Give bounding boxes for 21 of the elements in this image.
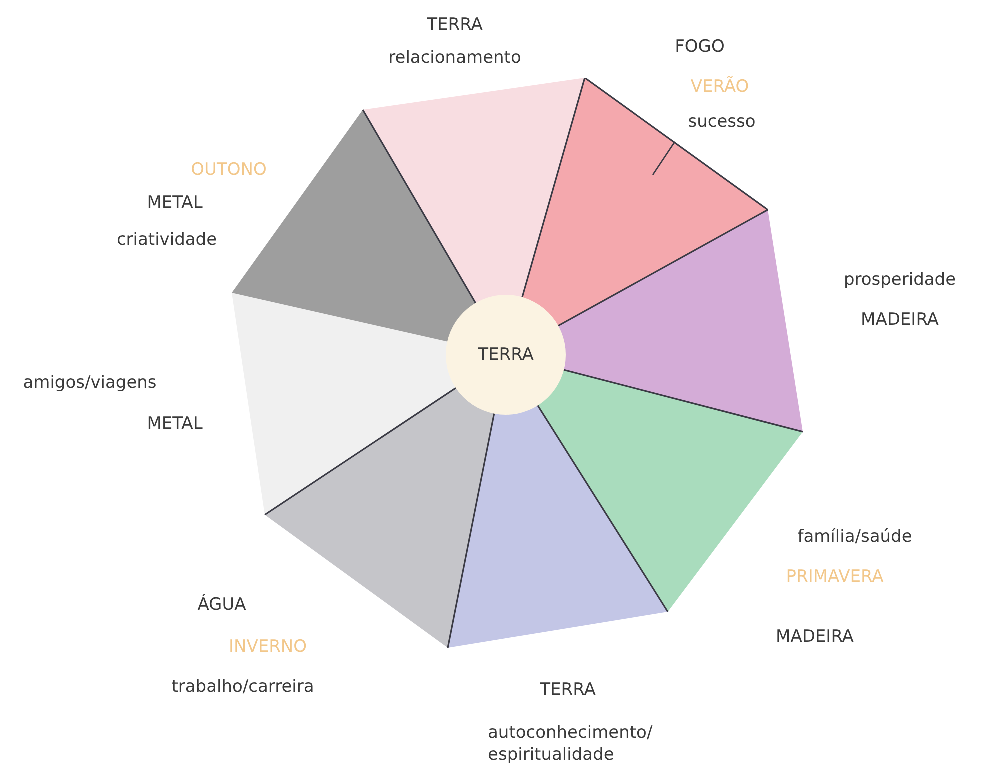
- area-label: prosperidade: [844, 270, 956, 290]
- area-label: criatividade: [116, 230, 218, 250]
- area-label: trabalho/carreira: [172, 676, 314, 698]
- area-label: FOGO: [675, 36, 725, 58]
- area-label: autoconhecimento/ espiritualidade: [488, 722, 654, 766]
- area-label: família/saúde: [798, 526, 912, 548]
- area-label: MADEIRA: [861, 310, 939, 330]
- area-label: MADEIRA: [776, 626, 854, 648]
- area-label: METAL: [147, 192, 203, 214]
- season-label: INVERNO: [229, 636, 307, 658]
- season-label: OUTONO: [191, 160, 267, 180]
- area-label: METAL: [147, 414, 203, 434]
- area-label: ÁGUA: [198, 594, 246, 616]
- season-label: PRIMAVERA: [786, 566, 884, 588]
- season-label: VERÃO: [690, 76, 750, 98]
- area-label: relacionamento: [388, 48, 522, 68]
- area-label: amigos/viagens: [23, 372, 157, 394]
- center-label: TERRA: [478, 345, 534, 365]
- area-label: TERRA: [427, 14, 483, 36]
- area-label: TERRA: [540, 680, 596, 700]
- area-label: sucesso: [688, 112, 756, 132]
